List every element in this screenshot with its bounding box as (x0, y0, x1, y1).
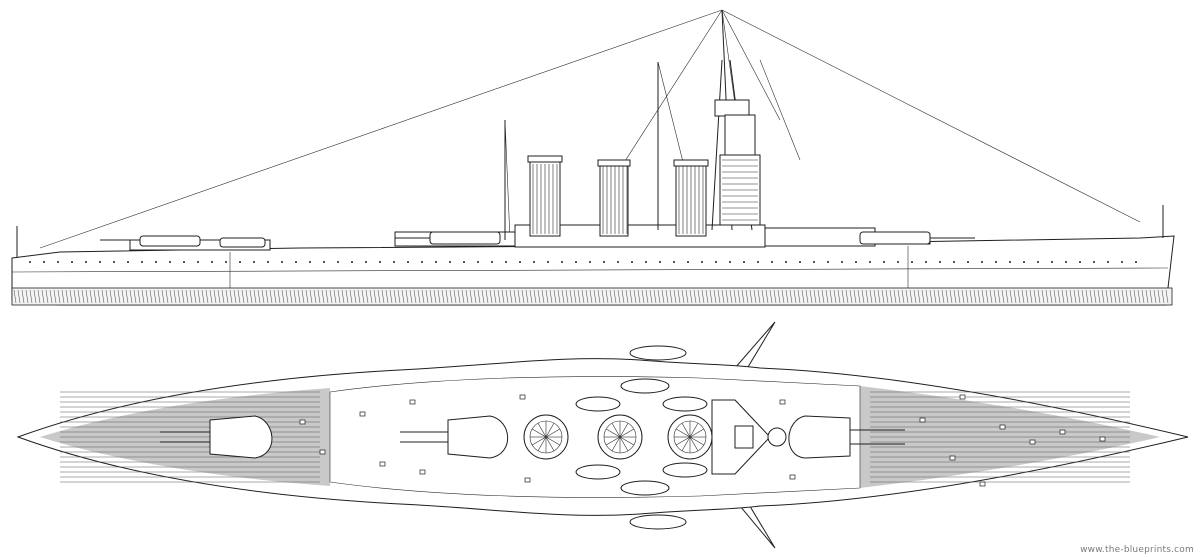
plan-funnels (523, 414, 713, 460)
funnels (527, 155, 709, 237)
plan-turrets (160, 415, 905, 459)
hull-side (11, 235, 1175, 306)
turret-a (160, 415, 273, 459)
bridge-plan (711, 399, 787, 475)
rigging-lines (39, 9, 1141, 249)
deck-fittings (299, 394, 1106, 487)
side-gun-turrets (100, 231, 975, 248)
turret-x (788, 415, 905, 459)
main-mast (504, 62, 659, 240)
watermark-text: www.the-blueprints.com (1080, 545, 1194, 555)
tripod-mast (711, 9, 761, 231)
staffs (16, 205, 1164, 258)
top-plan-view (16, 321, 1189, 549)
turret-b (400, 415, 509, 459)
side-elevation-view (11, 9, 1175, 306)
boats (575, 345, 708, 530)
